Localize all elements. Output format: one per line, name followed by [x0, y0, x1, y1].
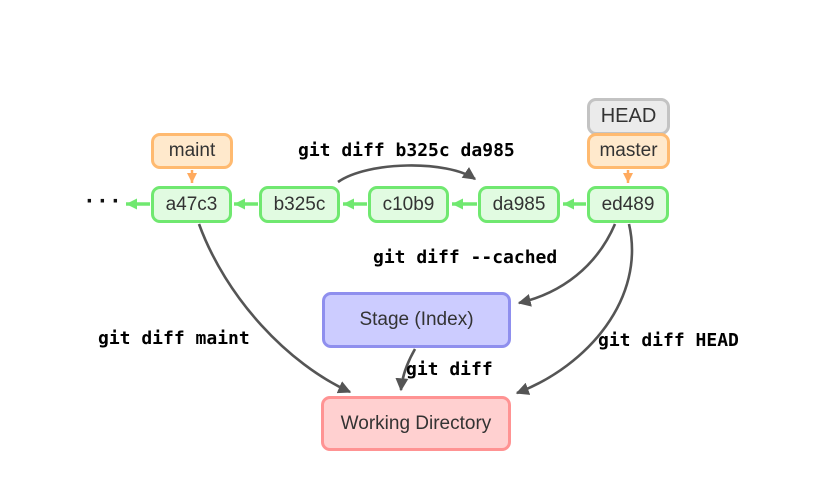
branch-master: master: [587, 133, 670, 169]
commit-b325c: b325c: [259, 186, 340, 223]
commit-a47c3: a47c3: [151, 186, 232, 223]
head-label: HEAD: [587, 98, 670, 135]
cmd-diff-cached-label: git diff --cached: [373, 247, 558, 268]
cmd-diff-label: git diff: [406, 359, 493, 380]
stage-index-box: Stage (Index): [322, 292, 511, 348]
working-directory-box: Working Directory: [321, 396, 511, 451]
history-ellipsis: ···: [86, 188, 125, 215]
commit-ed489: ed489: [587, 186, 669, 223]
cmd-diff-range-label: git diff b325c da985: [298, 140, 515, 161]
diff-head-arrow: [515, 223, 634, 395]
commit-c10b9: c10b9: [368, 186, 449, 223]
diff-maint-arrow: [197, 223, 352, 394]
commit-da985: da985: [478, 186, 560, 223]
diff-arrow: [395, 348, 417, 392]
branch-maint: maint: [151, 133, 233, 169]
diff-range-arrow: [337, 164, 477, 184]
diff-cached-arrow: [517, 223, 617, 307]
cmd-diff-maint-label: git diff maint: [98, 328, 250, 349]
cmd-diff-head-label: git diff HEAD: [598, 330, 739, 351]
